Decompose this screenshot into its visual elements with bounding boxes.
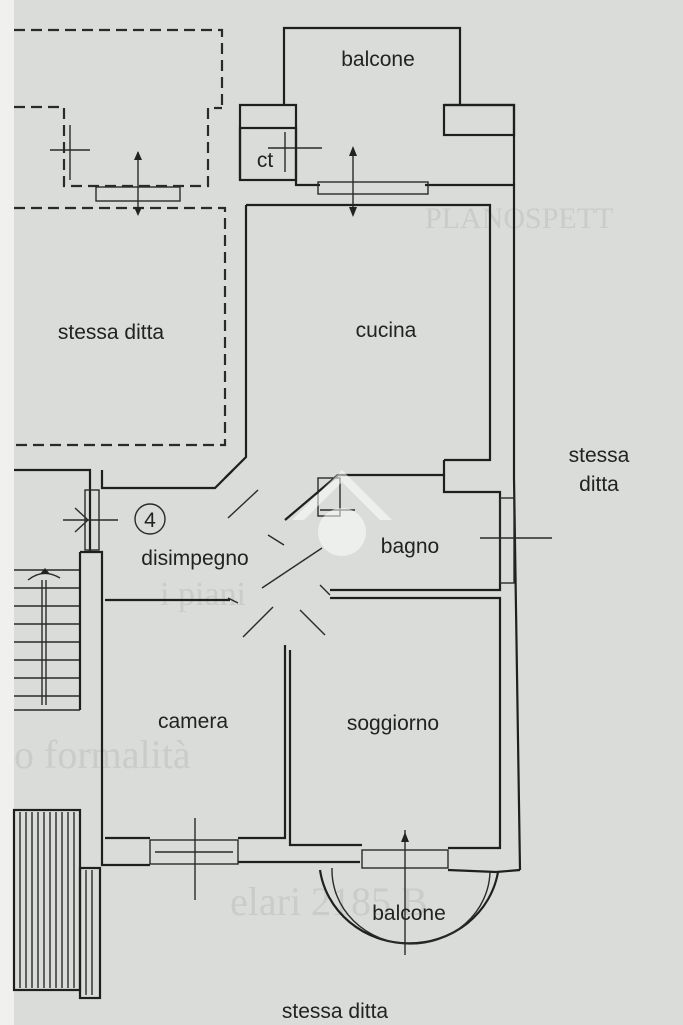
room-label-balcone-top: balcone <box>341 48 415 71</box>
svg-text:i piani: i piani <box>160 576 246 613</box>
hatched-block <box>12 808 102 1000</box>
staircase <box>14 552 82 711</box>
room-label-bagno: bagno <box>381 535 439 558</box>
room-label-stessa-ditta-bottom: stessa ditta <box>282 1000 389 1023</box>
room-label-camera: camera <box>158 710 228 733</box>
room-label-stessa-ditta-left: stessa ditta <box>58 321 165 344</box>
room-label-stessa-ditta-right-2: ditta <box>579 473 619 496</box>
svg-text:PLANOSPETT: PLANOSPETT <box>425 202 613 235</box>
bleed-through-text: PLANOSPETT i piani o formalità elari 218… <box>14 202 613 924</box>
room-label-balcone-bottom: balcone <box>372 902 446 925</box>
room-label-soggiorno: soggiorno <box>347 712 439 735</box>
unit-marker-circle <box>134 503 166 535</box>
outer-walls <box>12 26 552 1000</box>
room-label-disimpegno: disimpegno <box>141 547 248 570</box>
neighbour-unit-dashed <box>14 28 227 447</box>
svg-text:elari 2185 B: elari 2185 B <box>230 879 428 924</box>
room-label-ct: ct <box>257 149 274 172</box>
house-watermark-icon <box>292 470 392 556</box>
room-label-stessa-ditta-right-1: stessa <box>569 444 630 467</box>
room-label-cucina: cucina <box>356 319 417 342</box>
page-edge <box>0 0 14 1025</box>
unit-marker-number: 4 <box>144 509 156 532</box>
